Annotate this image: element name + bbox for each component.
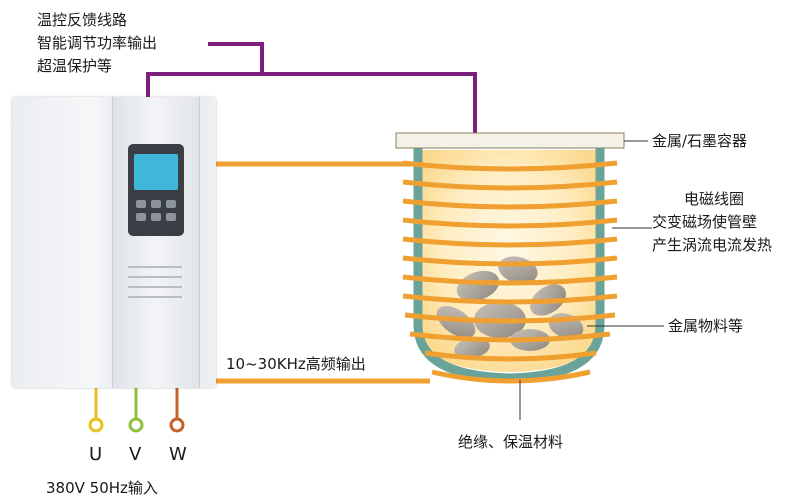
insulation-label: 绝缘、保温材料	[458, 433, 564, 451]
nameplate-line	[128, 286, 182, 288]
nameplate-line	[128, 266, 182, 268]
container-label: 金属/石墨容器	[652, 132, 748, 150]
leader-lines	[519, 140, 664, 420]
cabinet-front-panel	[112, 97, 200, 388]
keypad-button	[151, 200, 161, 208]
input-power-label: 380V 50Hz输入	[46, 479, 158, 497]
terminal-v-label: V	[129, 444, 142, 465]
crucible-wall	[413, 148, 605, 383]
terminal-w-label: W	[169, 444, 187, 465]
control-display	[134, 154, 178, 190]
container-rim	[395, 132, 625, 149]
coil-label-3: 产生涡流电流发热	[652, 236, 773, 254]
keypad-button	[166, 213, 176, 221]
coil-label-2: 交变磁场使管壁	[652, 213, 758, 231]
keypad-button	[166, 200, 176, 208]
keypad-button	[136, 200, 146, 208]
frequency-output-label: 10~30KHz高频输出	[226, 355, 366, 373]
control-feature-label-3: 超温保护等	[37, 57, 113, 75]
feedback-line	[146, 42, 477, 134]
keypad-button	[136, 213, 146, 221]
nameplate-line	[128, 276, 182, 278]
electromagnetic-coil	[402, 160, 618, 384]
control-feature-label-2: 智能调节功率输出	[37, 34, 158, 52]
terminal-leads	[88, 388, 185, 433]
control-feature-label-1: 温控反馈线路	[37, 11, 128, 29]
material-label: 金属物料等	[668, 317, 744, 335]
terminal-u-label: U	[89, 444, 103, 465]
coil-label-1: 电磁线圈	[684, 190, 745, 208]
nameplate-line	[128, 296, 182, 298]
keypad-button	[151, 213, 161, 221]
